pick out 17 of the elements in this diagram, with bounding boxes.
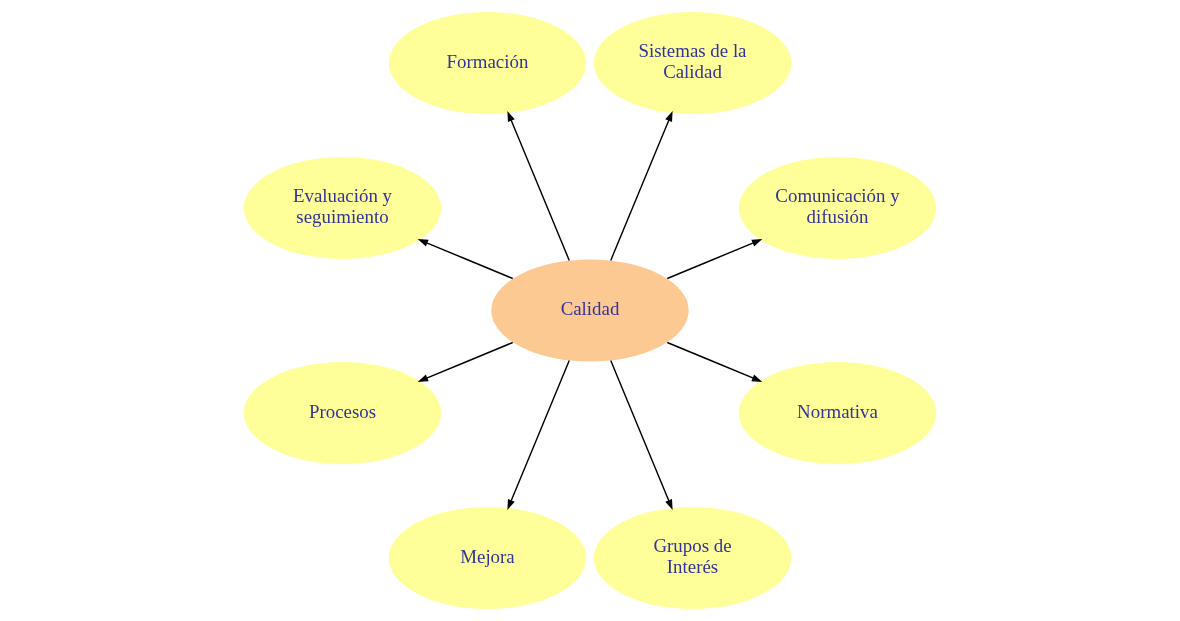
node-ellipse: Normativa [738,362,937,465]
node-ellipse: Formación [388,12,587,114]
arrow [610,359,673,510]
arrow [610,111,673,262]
node-ellipse: Grupos de Interés [593,507,792,609]
arrow [666,341,763,382]
arrow [417,341,514,382]
node-ellipse: Mejora [388,507,587,609]
node-ellipse: Comunicación y difusión [738,156,937,259]
node-ellipse: Calidad [491,259,689,362]
arrow [666,239,763,280]
arrow [507,111,570,262]
arrow [417,239,514,280]
arrow [507,359,570,510]
node-ellipse: Procesos [243,362,442,465]
node-ellipse: Sistemas de la Calidad [593,12,792,114]
node-ellipse: Evaluación y seguimiento [243,156,442,259]
